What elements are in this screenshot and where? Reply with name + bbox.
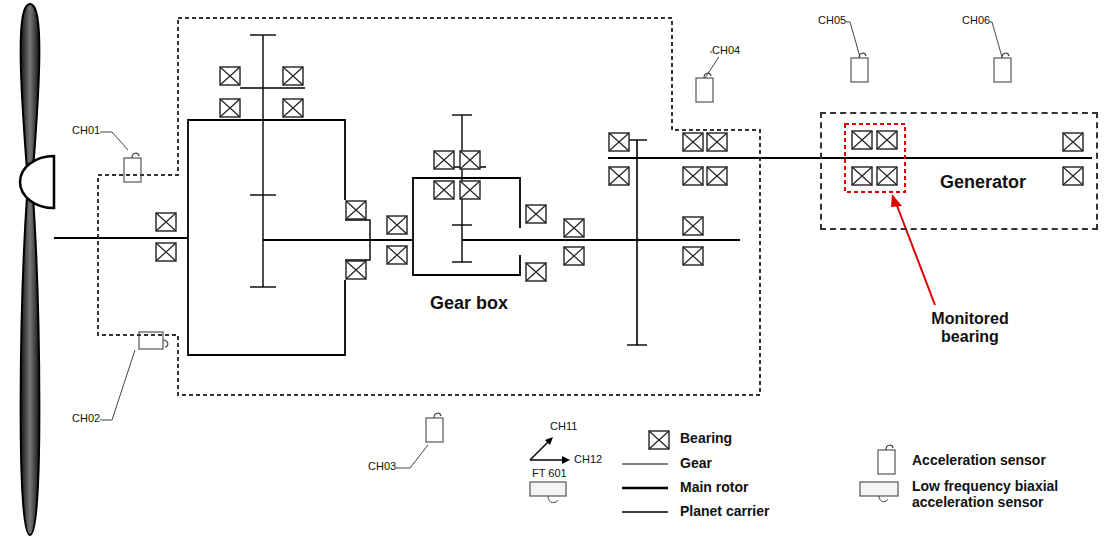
channel-label: CH02 (72, 412, 100, 425)
channel-label: CH01 (72, 124, 100, 137)
legend-text: Low frequency biaxial acceleration senso… (912, 478, 1112, 510)
sensor-tag: FT 601 (532, 467, 567, 480)
legend-text: Planet carrier (680, 503, 770, 519)
legend-text: Main rotor (680, 479, 748, 495)
legend-text: Gear (680, 455, 712, 471)
gearbox-housing: Gear box (98, 18, 760, 395)
channel-label: CH04 (712, 44, 740, 57)
housing-outline (98, 18, 760, 395)
channel-label: CH12 (574, 453, 602, 466)
channel-label: CH03 (368, 460, 396, 473)
legend-text: Acceleration sensor (912, 452, 1046, 468)
housing-label: Generator (940, 172, 1026, 193)
generator-housing: Generator (820, 112, 1098, 230)
callout-text: Monitored bearing (915, 310, 1025, 347)
channel-label: CH11 (550, 420, 577, 433)
channel-label: CH05 (818, 14, 846, 27)
legend-text: Bearing (680, 430, 732, 446)
housing-label: Gear box (430, 293, 508, 314)
channel-label: CH06 (962, 14, 990, 27)
